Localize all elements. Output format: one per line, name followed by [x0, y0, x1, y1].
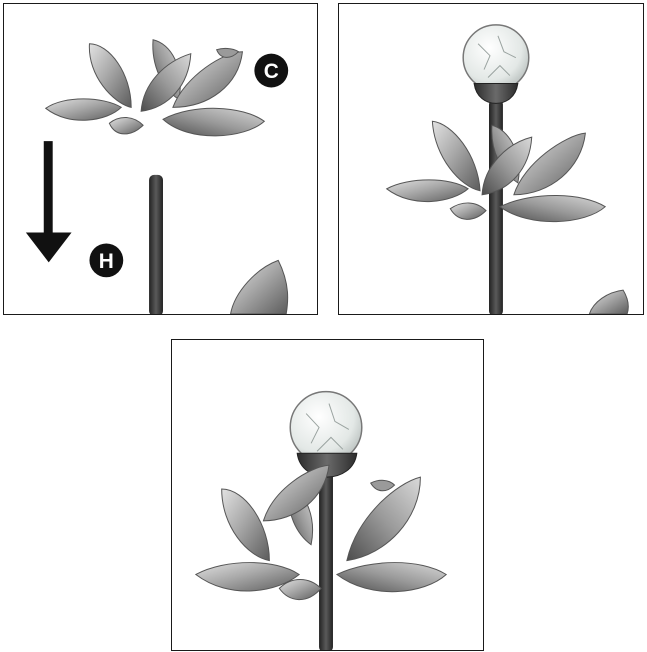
- step-3-illustration: [172, 340, 483, 650]
- lower-leaf: [231, 260, 288, 314]
- callout-c-label: C: [264, 60, 279, 83]
- stake: [319, 469, 333, 650]
- solar-light: [463, 25, 529, 103]
- callout-h-badge: H: [89, 243, 123, 277]
- crackle-globe: [290, 392, 362, 464]
- down-arrow-icon: [26, 141, 72, 262]
- flower-head: [46, 40, 265, 136]
- lower-leaf: [589, 290, 628, 314]
- step-1-panel: C H: [3, 3, 318, 315]
- callout-h-label: H: [99, 250, 114, 273]
- step-1-illustration: C H: [4, 4, 317, 314]
- step-2-panel: [338, 3, 644, 315]
- crackle-globe: [463, 25, 529, 91]
- callout-c-badge: C: [254, 54, 288, 88]
- solar-light: [290, 392, 362, 477]
- light-cap: [474, 83, 518, 103]
- stake: [149, 175, 163, 314]
- step-3-panel: [171, 339, 484, 651]
- step-2-illustration: [339, 4, 643, 314]
